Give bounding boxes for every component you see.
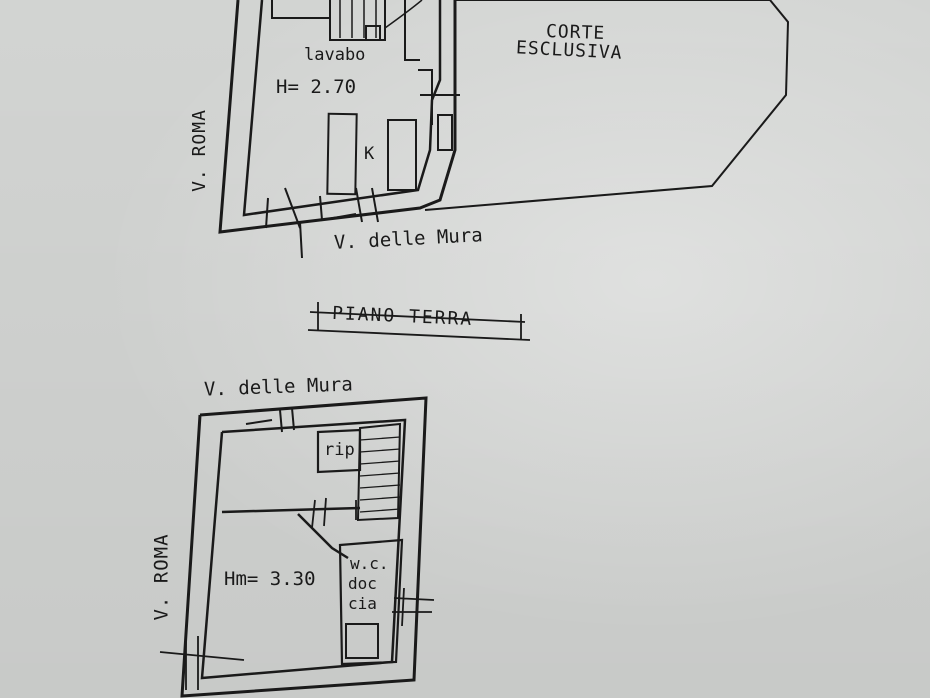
lavabo-label: lavabo: [304, 45, 366, 65]
kitchen-label: K: [364, 144, 376, 164]
door-marks: [418, 69, 460, 125]
first-floor-plan: [159, 396, 435, 698]
wc-label-line2: doc: [348, 574, 377, 593]
stair-lines: [339, 0, 377, 38]
first-floor-outer-wall: [180, 396, 428, 698]
first-street-left: V. ROMA: [150, 533, 173, 621]
ground-height-label: H= 2.70: [276, 76, 357, 98]
partition-wall-ff: [221, 506, 361, 514]
kitchen-counter-right: [387, 119, 417, 191]
wc-label-line3: cia: [348, 594, 377, 613]
column: [437, 114, 453, 151]
kitchen-counter-left: [326, 112, 358, 196]
stair-outline: [356, 422, 402, 522]
rip-label: rip.: [324, 440, 365, 460]
ground-street-left: V. ROMA: [188, 109, 210, 192]
door-swing: [297, 513, 349, 560]
lavabo-sink: [365, 25, 381, 41]
shower-tray: [345, 623, 379, 659]
window-left: [159, 636, 245, 690]
stair-block: [271, 0, 386, 41]
partition-wall: [404, 0, 420, 61]
door-ticks: [311, 497, 357, 529]
window-right: [392, 587, 435, 627]
title-frame: [307, 302, 531, 341]
wc-room: [338, 538, 404, 666]
window-marks: [265, 187, 379, 259]
stair-arc: [384, 0, 423, 29]
wc-label-line1: w.c.: [350, 554, 389, 573]
ground-floor-plan: [218, 0, 790, 259]
first-height-label: Hm= 3.30: [224, 568, 316, 590]
window-top: [245, 407, 295, 433]
ground-floor-inner-wall: [242, 0, 442, 217]
courtyard-boundary: [424, 0, 790, 211]
first-floor-inner-wall: [200, 418, 407, 680]
stair-lines-ff: [359, 436, 401, 513]
ground-floor-outer-wall: [218, 0, 457, 234]
